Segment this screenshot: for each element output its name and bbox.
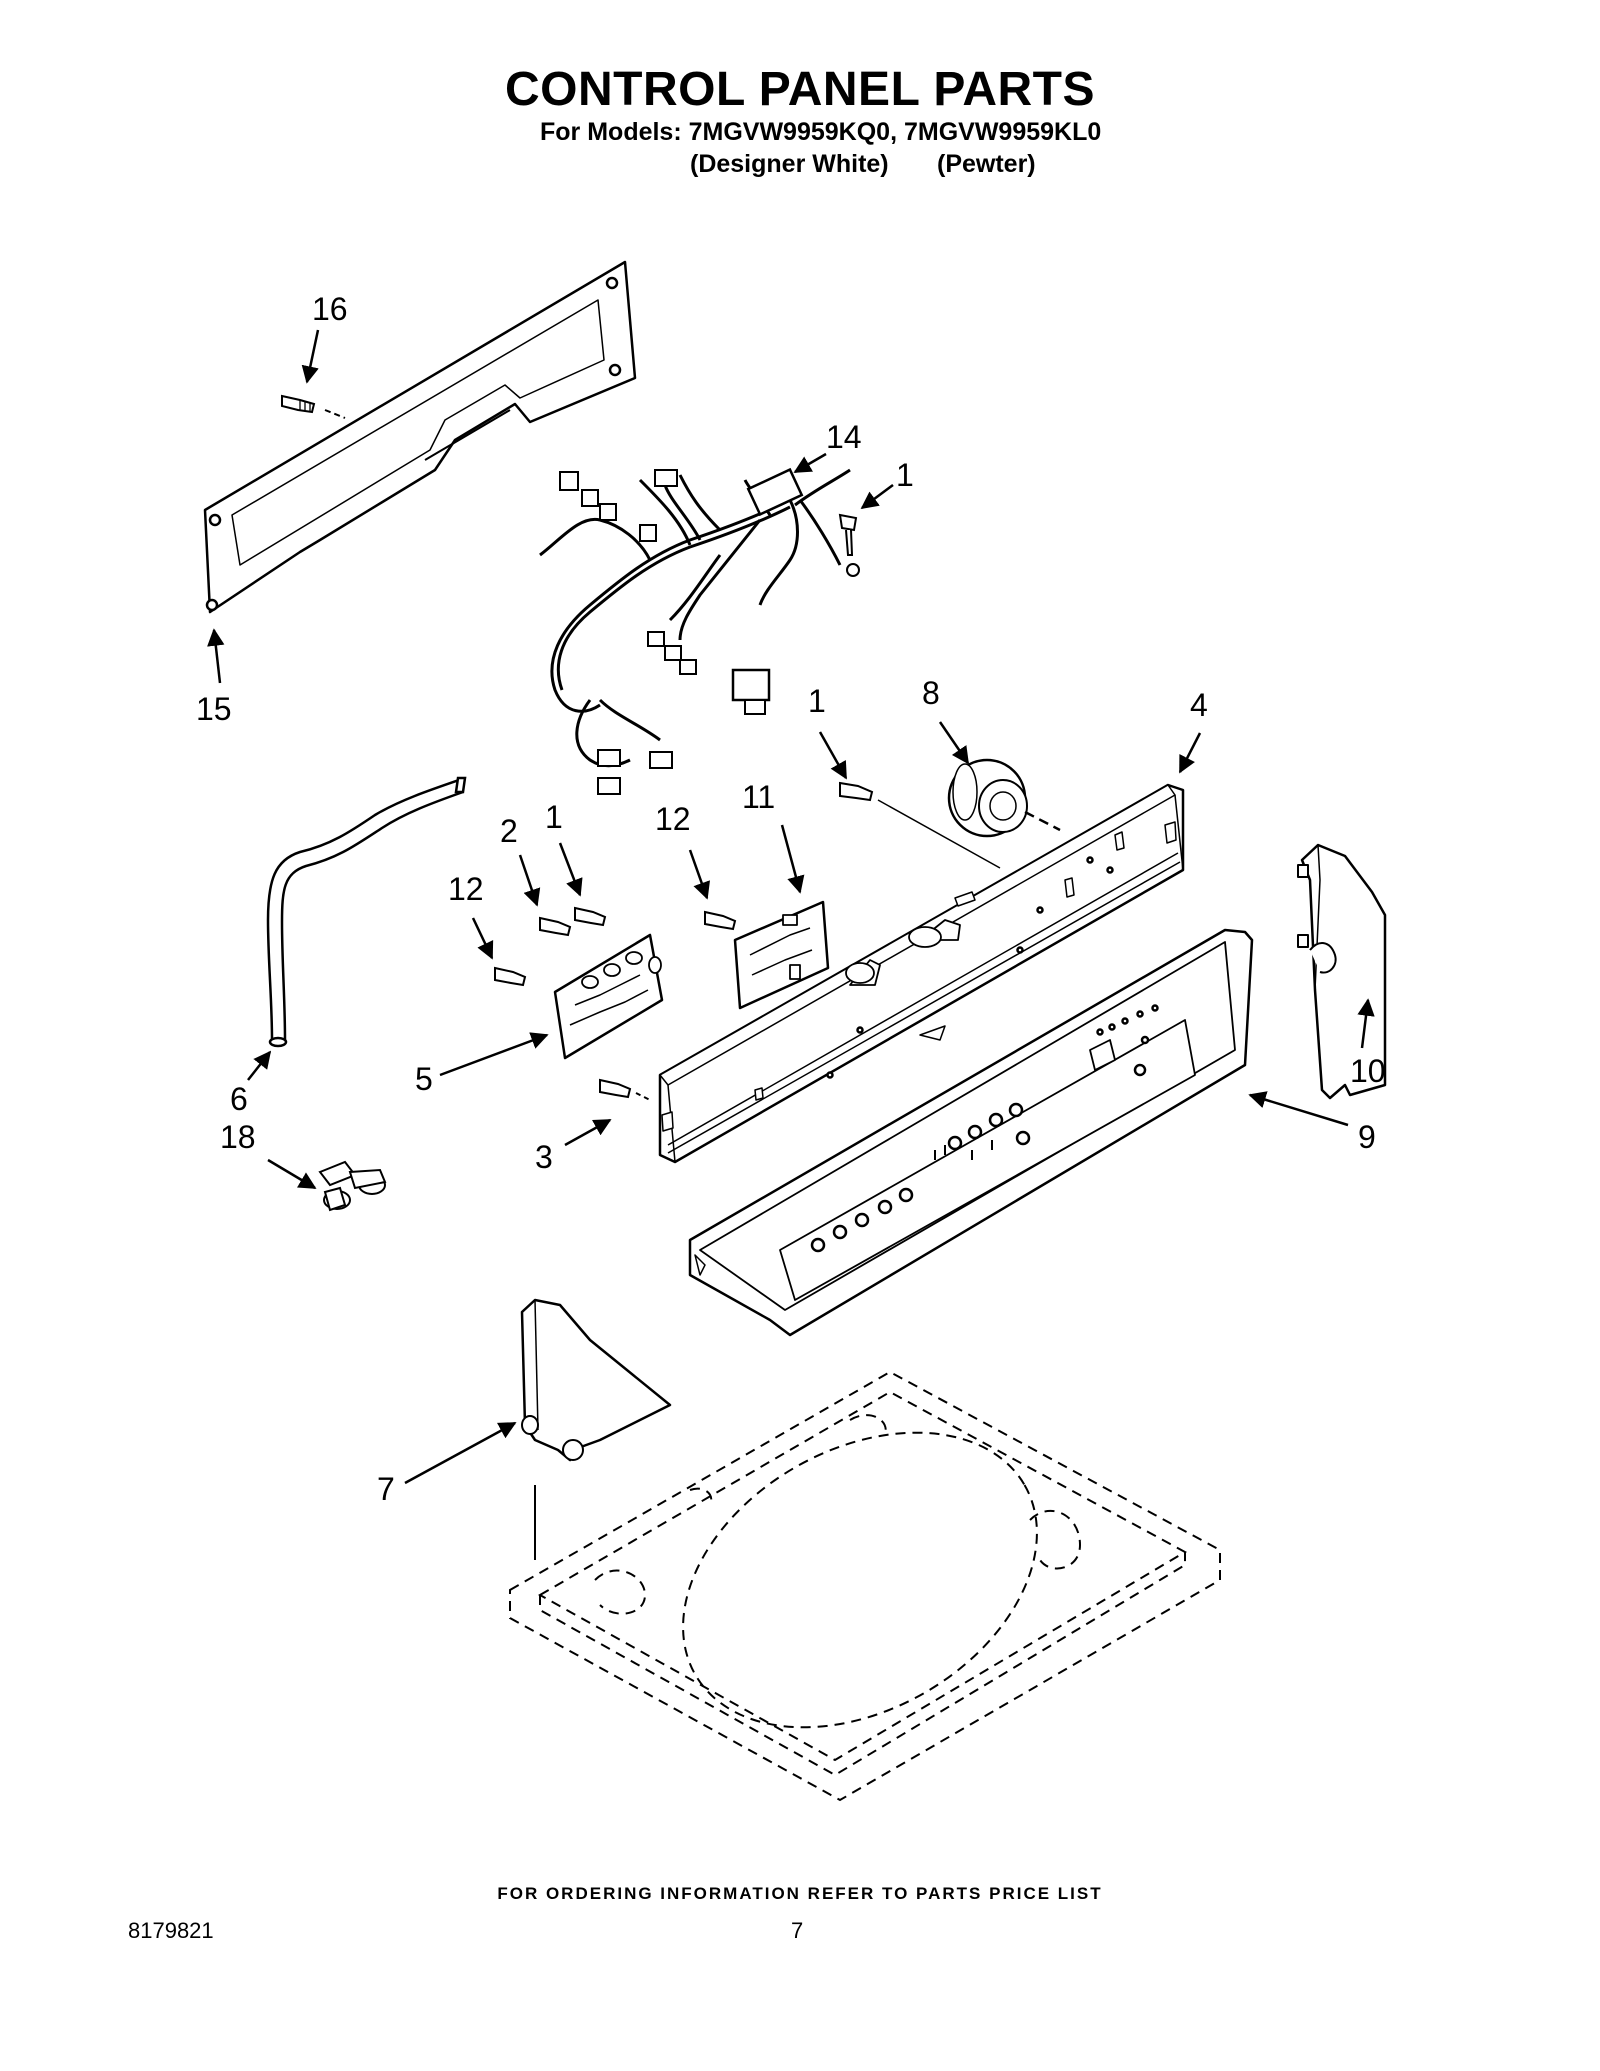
callout-1-board: 1 xyxy=(545,799,563,835)
callout-15: 15 xyxy=(196,691,232,727)
callout-labels: 16 14 1 15 1 8 4 2 1 12 11 12 6 5 10 3 9… xyxy=(196,291,1386,1507)
screws-board-mount xyxy=(494,906,737,1101)
callout-16: 16 xyxy=(312,291,348,327)
callout-8: 8 xyxy=(922,675,940,711)
part-4-control-console xyxy=(658,783,1185,1164)
part-18-clip xyxy=(318,1160,387,1212)
callout-18: 18 xyxy=(220,1119,256,1155)
callout-9: 9 xyxy=(1358,1119,1376,1155)
part-6-hose xyxy=(266,776,467,1048)
part-1-screw-console xyxy=(839,781,1001,869)
callout-leaders xyxy=(207,329,1375,1485)
top-panel-dashed-reference xyxy=(509,1370,1221,1802)
callout-14: 14 xyxy=(826,419,862,455)
callout-11: 11 xyxy=(742,779,775,815)
model-color-pewter: (Pewter) xyxy=(937,150,1036,178)
callout-1-ground: 1 xyxy=(896,457,914,493)
callout-1-console: 1 xyxy=(808,683,826,719)
callout-4: 4 xyxy=(1190,687,1208,723)
models-line: For Models: 7MGVW9959KQ0, 7MGVW9959KL0 xyxy=(540,118,1102,146)
document-number: 8179821 xyxy=(128,1918,214,1943)
callout-5: 5 xyxy=(415,1061,433,1097)
part-11-circuit-board xyxy=(733,900,830,1010)
callout-3: 3 xyxy=(535,1139,553,1175)
page-title: CONTROL PANEL PARTS xyxy=(505,63,1095,116)
part-1-ground-screw xyxy=(838,513,858,556)
callout-2: 2 xyxy=(500,813,518,849)
callout-10: 10 xyxy=(1350,1053,1386,1089)
callout-12-center: 12 xyxy=(655,801,691,837)
callout-12-left: 12 xyxy=(448,871,484,907)
model-color-designer-white: (Designer White) xyxy=(690,150,889,178)
part-14-wire-harness xyxy=(539,467,860,795)
page-number: 7 xyxy=(791,1918,804,1943)
callout-7: 7 xyxy=(377,1471,395,1507)
part-8-rotary-switch xyxy=(947,758,1061,838)
part-15-rear-bracket xyxy=(203,260,637,614)
part-16-screw xyxy=(281,394,346,419)
callout-6: 6 xyxy=(230,1081,248,1117)
part-5-circuit-board xyxy=(553,933,664,1060)
part-9-console-front xyxy=(688,928,1254,1337)
part-7-end-cap-left xyxy=(520,1298,672,1462)
ordering-note: FOR ORDERING INFORMATION REFER TO PARTS … xyxy=(497,1884,1103,1903)
